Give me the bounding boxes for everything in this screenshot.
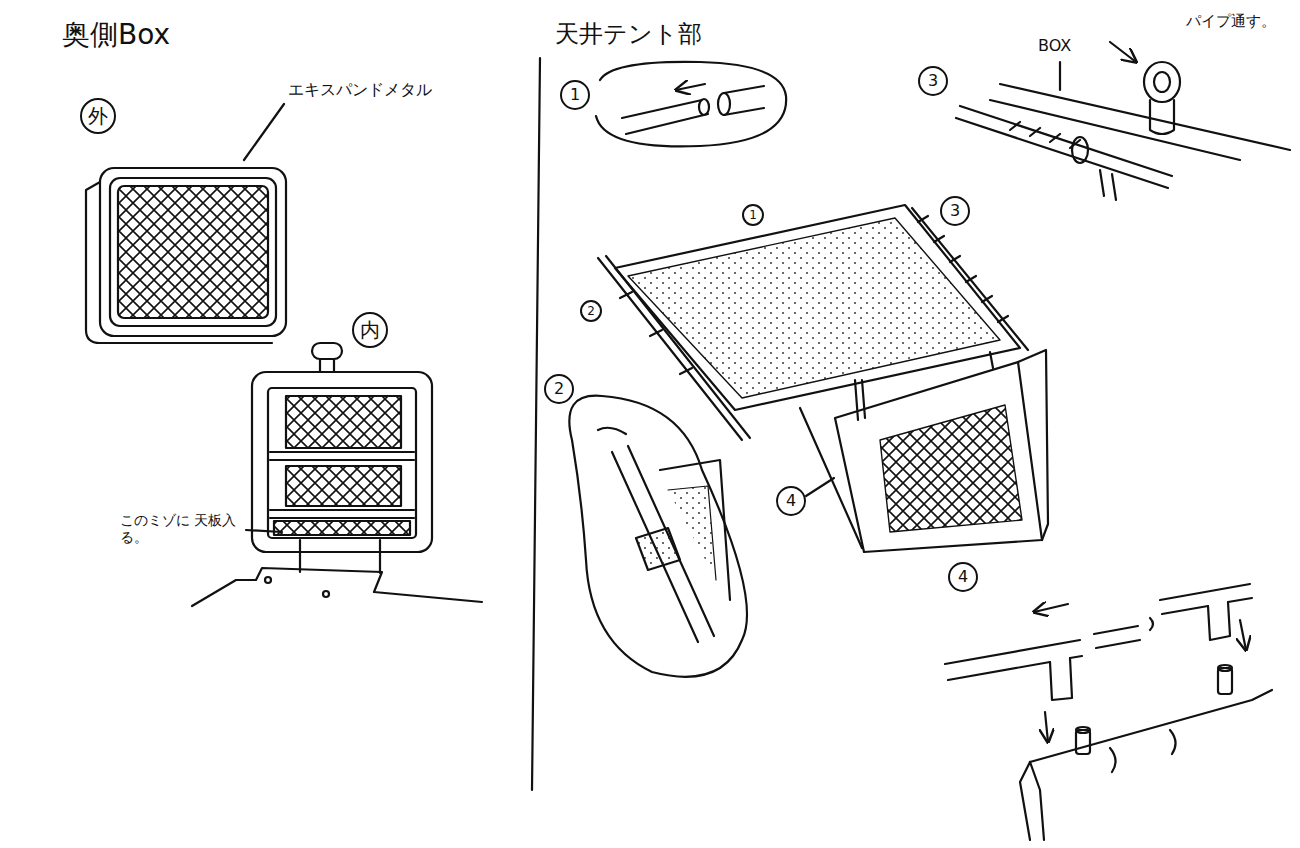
tent-panel-sketch-stroke: [620, 292, 692, 374]
tent-panel-sketch-stroke: [912, 208, 1028, 350]
pipe-detail-sketch-stroke: [1100, 170, 1116, 200]
outer-box-sketch-stroke: [118, 186, 268, 318]
inner-box-sketch-stroke: [252, 372, 432, 552]
pipe-detail-sketch-stroke: [1010, 122, 1080, 148]
note-text: パイプ通す。: [1186, 12, 1276, 30]
leader-line: [246, 530, 282, 532]
detail-bubble-stroke: [724, 86, 764, 115]
detail-bubble-stroke: [636, 528, 680, 570]
box-sketch-stroke: [990, 352, 993, 368]
outer-box-sketch-stroke: [86, 182, 272, 343]
pipe-detail-sketch-stroke: [1110, 42, 1136, 62]
callout-number: 1: [560, 80, 590, 110]
box-sketch-stroke: [880, 405, 1022, 532]
detail-bubble-stroke: [699, 99, 709, 115]
detail-bubble-stroke: [569, 396, 747, 677]
outer-box-sketch-stroke: [110, 178, 276, 326]
leader-line-stroke: [246, 530, 282, 532]
tent-panel-sketch-stroke: [598, 256, 750, 440]
callout-number: 4: [948, 562, 978, 592]
inner-box-sketch-stroke: [312, 343, 342, 359]
top-board-sketch-stroke: [323, 591, 329, 597]
leader-line: [806, 478, 834, 496]
leader-line-stroke: [806, 478, 834, 496]
top-board-sketch-stroke: [192, 568, 482, 606]
callout-number: 2: [544, 374, 574, 404]
part-name: BOX: [1038, 36, 1071, 55]
joint-detail-sketch-stroke: [1160, 584, 1252, 614]
detail-bubble-stroke: [622, 100, 708, 134]
part-name: エキスパンドメタル: [288, 80, 432, 99]
inner-box-sketch-stroke: [270, 452, 414, 460]
joint-detail-sketch-stroke: [1110, 730, 1176, 772]
callout-number: 3: [918, 66, 948, 96]
joint-detail-sketch-stroke: [1050, 658, 1072, 700]
circled-label: 内: [352, 312, 388, 348]
detail-bubble: [596, 62, 786, 147]
inner-box-sketch-stroke: [286, 396, 401, 448]
detail-bubble-stroke: [660, 460, 730, 600]
box-sketch-stroke: [800, 408, 862, 548]
detail-bubble: [569, 396, 747, 677]
joint-detail-sketch-stroke: [1094, 626, 1140, 648]
joint-detail-sketch-stroke: [1150, 618, 1153, 630]
section-heading: 奥側Box: [62, 18, 170, 52]
joint-detail-sketch-stroke: [1240, 620, 1246, 650]
pipe-detail-sketch-stroke: [1150, 100, 1174, 134]
top-board-sketch-stroke: [300, 540, 380, 573]
detail-bubble-stroke: [668, 486, 716, 580]
box-sketch-stroke: [1018, 350, 1048, 540]
pipe-detail-sketch-stroke: [990, 84, 1290, 160]
joint-detail-sketch-stroke: [1030, 690, 1272, 762]
inner-box-sketch: [252, 343, 432, 552]
joint-detail-sketch: [945, 584, 1272, 840]
joint-detail-sketch-stroke: [1076, 727, 1090, 733]
pipe-detail-sketch: [956, 42, 1290, 200]
joint-detail-sketch-stroke: [1218, 665, 1232, 671]
callout-number: 2: [580, 300, 602, 322]
callout-number: 4: [776, 486, 806, 516]
inner-box-sketch-stroke: [268, 388, 416, 538]
box-sketch-stroke: [835, 362, 1042, 552]
tent-panel-sketch-stroke: [918, 216, 1008, 322]
section-divider: [532, 58, 540, 790]
leader-line: [244, 104, 284, 160]
outer-box-sketch: [86, 168, 286, 343]
callout-number: 1: [742, 204, 764, 226]
joint-detail-sketch-stroke: [1208, 602, 1230, 640]
joint-detail-sketch-stroke: [1034, 604, 1068, 612]
outer-box-sketch-stroke: [100, 168, 286, 336]
inner-box-sketch-stroke: [270, 510, 414, 518]
inner-box-sketch-stroke: [286, 466, 401, 506]
detail-bubble-stroke: [596, 62, 786, 147]
inner-box-sketch-stroke: [274, 521, 410, 535]
joint-detail-sketch-stroke: [1020, 762, 1044, 840]
section-divider-stroke: [532, 58, 540, 790]
top-board-sketch-stroke: [265, 577, 271, 583]
detail-bubble-stroke: [676, 84, 705, 90]
joint-detail-sketch-stroke: [1045, 712, 1048, 742]
inner-box-sketch-stroke: [320, 359, 334, 372]
detail-bubble-stroke: [598, 428, 626, 434]
joint-detail-sketch-stroke: [945, 640, 1082, 680]
tent-panel-sketch: [598, 205, 1028, 440]
note-text: このミゾに 天板入る。: [120, 512, 244, 546]
callout-number: 3: [940, 196, 970, 226]
circled-label: 外: [80, 98, 116, 134]
detail-bubble-stroke: [718, 93, 730, 115]
section-heading: 天井テント部: [555, 20, 702, 49]
top-board-sketch: [192, 540, 482, 606]
pipe-detail-sketch-stroke: [1154, 72, 1170, 92]
box-sketch-stroke: [855, 380, 865, 420]
box-sketch: [800, 350, 1048, 552]
pipe-detail-sketch-stroke: [1072, 137, 1088, 163]
leader-line-stroke: [244, 104, 284, 160]
pipe-detail-sketch-stroke: [1059, 62, 1061, 90]
pipe-detail-sketch-stroke: [1144, 62, 1180, 102]
